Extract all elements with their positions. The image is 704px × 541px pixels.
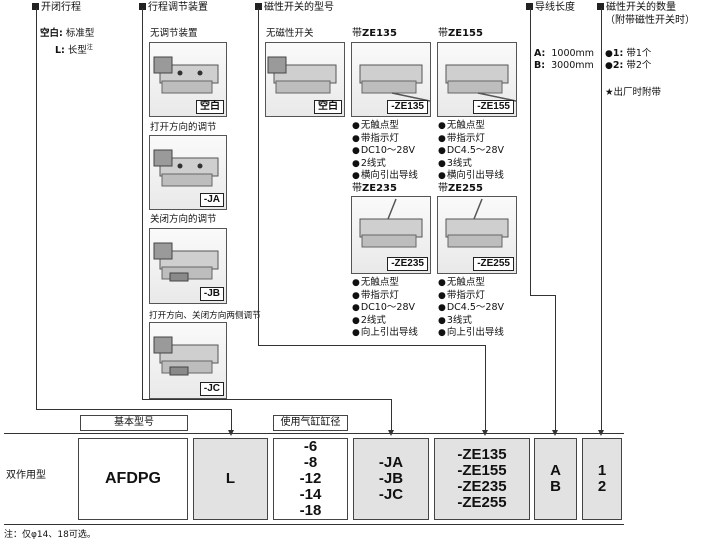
connector-lead-down	[555, 295, 556, 431]
adjust-photo-none: 空白	[149, 42, 227, 117]
switch-specs-ze155: 无触点型 带指示灯 DC4.5～28V 3线式 横向引出导线	[438, 120, 504, 183]
adjust-caption-jc: 打开方向、关闭方向两侧调节	[149, 311, 261, 321]
connector-stroke-down	[231, 409, 232, 431]
switch-tag-ze255: -ZE255	[473, 257, 514, 271]
switch-count-subheader: （附带磁性开关时）	[605, 15, 695, 26]
adjust-tag-ja: -JA	[199, 193, 224, 207]
bullet-icon: ●	[605, 49, 613, 59]
basic-model-label: 基本型号	[80, 415, 188, 431]
stroke-header: 开闭行程	[32, 2, 81, 14]
factory-note: ★出厂时附带	[605, 87, 662, 98]
gripper-with-switch-illustration	[359, 64, 430, 102]
switch-specs-ze235: 无触点型 带指示灯 DC10～28V 2线式 向上引出导线	[352, 277, 418, 340]
footnote: 注：仅φ14、18可选。	[4, 530, 96, 540]
row-top-rule	[4, 433, 624, 434]
connector-stroke-h	[36, 409, 232, 410]
connector-lead-h	[530, 295, 556, 296]
bore-size-label: 使用气缸缸径	[273, 415, 348, 431]
connector-switch-h	[258, 345, 486, 346]
switch-photo-ze255: -ZE255	[437, 196, 517, 274]
switch-photo-none: 空白	[265, 42, 345, 117]
gripper-illustration	[153, 149, 219, 187]
gripper-with-switch-illustration	[445, 64, 516, 102]
row-label-double-acting: 双作用型	[6, 470, 46, 481]
switch-tag-none: 空白	[314, 100, 342, 114]
switch-specs-ze255: 无触点型 带指示灯 DC4.5～28V 3线式 向上引出导线	[438, 277, 504, 340]
connector-adjust-h	[142, 399, 392, 400]
gripper-illustration	[153, 56, 219, 94]
count-option-1: ●1: 带1个	[605, 48, 652, 59]
switch-code-box: -ZE135 -ZE155 -ZE235 -ZE255	[434, 438, 530, 520]
adjust-code-box: -JA -JB -JC	[353, 438, 429, 520]
switch-specs-ze135: 无触点型 带指示灯 DC10～28V 2线式 横向引出导线	[352, 120, 418, 183]
adjust-photo-jc: -JC	[149, 322, 227, 399]
switch-caption-none: 无磁性开关	[266, 28, 314, 39]
adjust-caption-ja: 打开方向的调节	[150, 122, 217, 133]
bore-size-box: -6 -8 -12 -14 -18	[273, 438, 348, 520]
connector-switch-down	[485, 345, 486, 431]
switch-tag-ze155: -ZE155	[473, 100, 514, 114]
adjust-header: 行程调节装置	[139, 2, 208, 14]
count-option-2: ●2: 带2个	[605, 60, 652, 71]
gripper-illustration	[153, 336, 219, 376]
lead-option-b: B: 3000mm	[534, 60, 594, 71]
switch-title-ze235: 带ZE235	[352, 183, 397, 194]
connector-switch	[258, 8, 259, 346]
bullet-icon: ●	[605, 61, 613, 71]
gripper-with-switch-illustration	[445, 198, 509, 248]
switch-photo-ze235: -ZE235	[351, 196, 431, 274]
switch-title-ze255: 带ZE255	[438, 183, 483, 194]
connector-stroke	[36, 8, 37, 410]
adjust-tag-jc: -JC	[199, 382, 224, 396]
switch-title-ze135: 带ZE135	[352, 28, 397, 39]
adjust-tag-jb: -JB	[199, 287, 224, 301]
connector-adjust-down	[391, 399, 392, 431]
connector-lead	[530, 8, 531, 296]
connector-adjust	[142, 8, 143, 400]
lead-option-a: A: 1000mm	[534, 48, 595, 59]
count-code-box: 1 2	[582, 438, 622, 520]
adjust-photo-jb: -JB	[149, 228, 227, 304]
stroke-code-box: L	[193, 438, 268, 520]
switch-count-header: 磁性开关的数量	[597, 2, 676, 14]
connector-count	[601, 8, 602, 431]
switch-photo-ze155: -ZE155	[437, 42, 517, 117]
stroke-option-long: L: 长型注	[55, 44, 93, 57]
adjust-caption-jb: 关闭方向的调节	[150, 214, 217, 225]
basic-model-box: AFDPG	[78, 438, 188, 520]
switch-tag-ze135: -ZE135	[387, 100, 428, 114]
gripper-illustration	[153, 242, 219, 282]
stroke-option-standard: 空白: 标准型	[40, 28, 95, 39]
switch-photo-ze135: -ZE135	[351, 42, 431, 117]
gripper-illustration	[267, 56, 337, 94]
lead-length-header: 导线长度	[526, 2, 575, 14]
adjust-tag-none: 空白	[196, 100, 224, 114]
row-bottom-rule	[4, 524, 624, 525]
switch-title-ze155: 带ZE155	[438, 28, 483, 39]
switch-tag-ze235: -ZE235	[387, 257, 428, 271]
switch-model-header: 磁性开关的型号	[255, 2, 334, 14]
gripper-with-switch-illustration	[359, 198, 423, 248]
adjust-photo-ja: -JA	[149, 135, 227, 210]
adjust-caption-none: 无调节装置	[150, 28, 198, 39]
lead-code-box: A B	[534, 438, 577, 520]
